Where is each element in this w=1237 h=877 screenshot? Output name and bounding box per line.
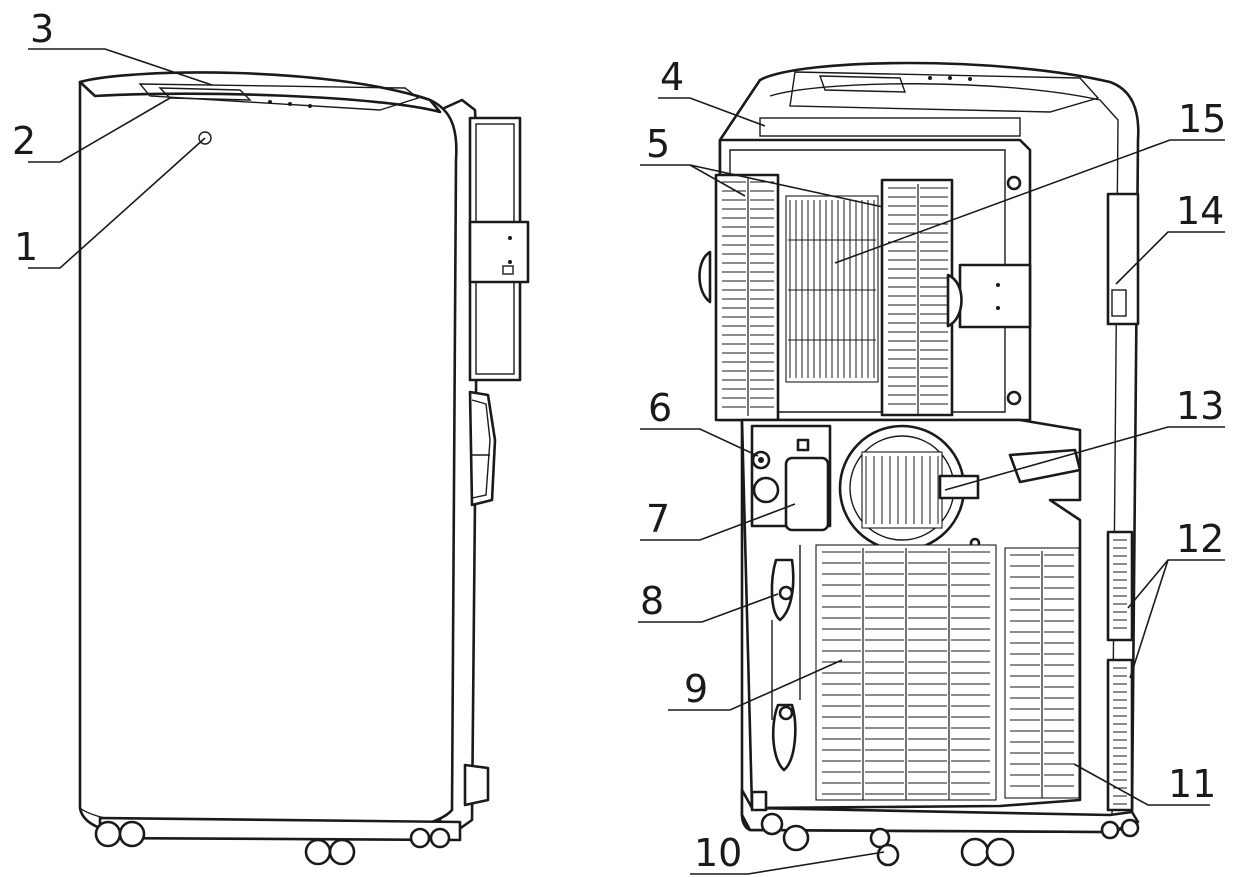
leader-3: [28, 48, 213, 86]
callout-1: 1: [14, 225, 38, 269]
leader-11: [1073, 763, 1210, 806]
callout-14: 14: [1176, 189, 1224, 233]
callout-12: 12: [1176, 517, 1224, 561]
callout-11: 11: [1168, 762, 1216, 806]
callout-6: 6: [648, 386, 672, 430]
leader-15: [834, 139, 1225, 264]
leader-9: [668, 659, 843, 711]
leader-4: [658, 97, 766, 127]
rear-casters: [760, 812, 1140, 867]
leader-7: [640, 503, 796, 541]
leader-12a: [1127, 559, 1225, 609]
leader-13: [944, 426, 1225, 491]
grille-slats: [722, 178, 1127, 805]
callout-9: 9: [684, 667, 708, 711]
leader-lines: [28, 48, 1225, 875]
callout-3: 3: [30, 7, 54, 51]
callout-7: 7: [646, 497, 670, 541]
leader-2: [28, 97, 171, 163]
leader-10: [690, 851, 885, 875]
leader-12b: [1129, 559, 1169, 679]
leader-1: [28, 137, 206, 269]
leader-8: [638, 593, 779, 623]
callout-13: 13: [1176, 384, 1224, 428]
leader-14: [1115, 231, 1225, 285]
leader-5b: [689, 164, 884, 208]
leader-6: [640, 428, 759, 457]
front-view-unit: [78, 71, 530, 866]
callout-5: 5: [646, 122, 670, 166]
callout-10: 10: [694, 831, 742, 875]
callout-4: 4: [660, 55, 684, 99]
callout-15: 15: [1178, 97, 1226, 141]
callout-2: 2: [12, 119, 36, 163]
callout-8: 8: [640, 579, 664, 623]
front-casters: [94, 820, 451, 866]
rear-view-unit: [698, 61, 1140, 867]
callout-labels: 3 2 1 4 5 15 14 13 6 7 12 8 9 11 10: [12, 7, 1226, 875]
